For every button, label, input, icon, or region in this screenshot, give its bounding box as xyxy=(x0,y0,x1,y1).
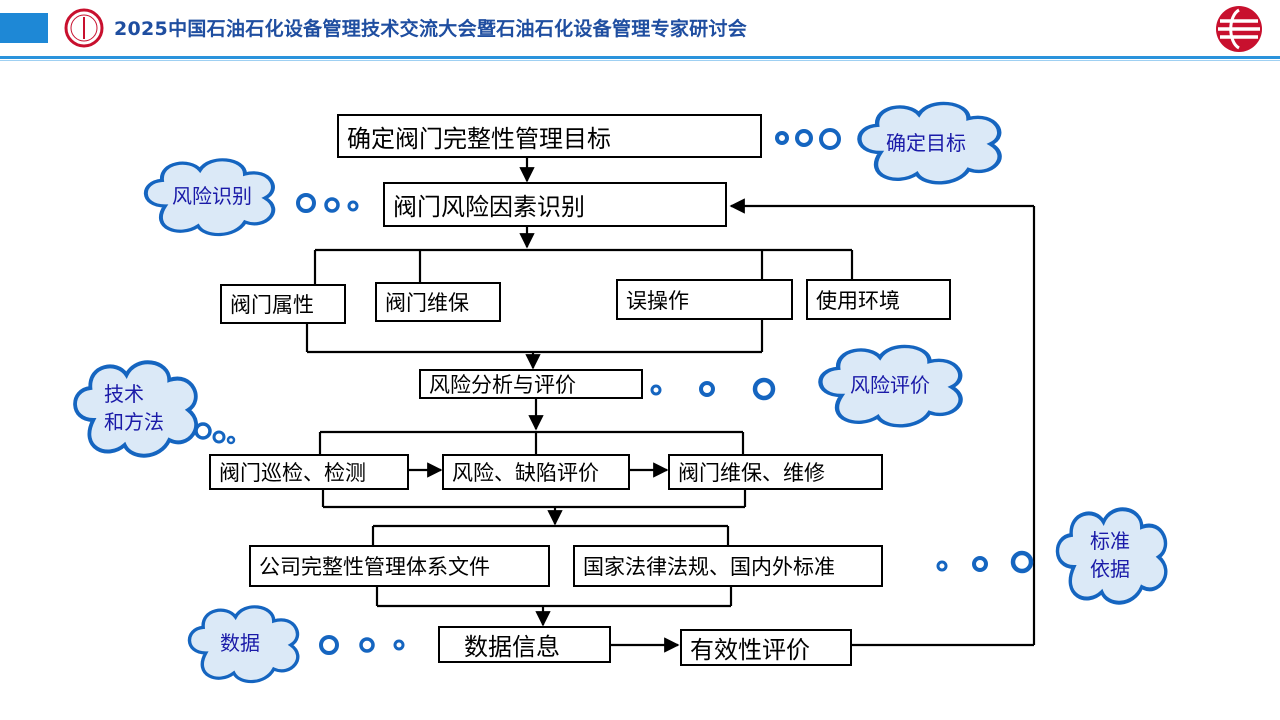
cloud-risk-id-label: 风险识别 xyxy=(172,184,252,208)
box-environment: 使用环境 xyxy=(806,279,951,320)
box-goal: 确定阀门完整性管理目标 xyxy=(337,114,762,158)
cloud-tech-line1: 技术 xyxy=(104,382,144,406)
box-standards: 国家法律法规、国内外标准 xyxy=(573,545,883,587)
cloud-std-line1: 标准 xyxy=(1090,529,1130,553)
box-valve-maintenance: 阀门维保 xyxy=(375,282,501,322)
company-emblem-icon xyxy=(1216,6,1262,52)
box-effectiveness: 有效性评价 xyxy=(680,629,852,666)
box-company-docs: 公司完整性管理体系文件 xyxy=(249,545,550,587)
cloud-data-label: 数据 xyxy=(220,631,260,655)
page-title: 2025中国石油石化设备管理技术交流大会暨石油石化设备管理专家研讨会 xyxy=(114,18,748,40)
box-defect-evaluation: 风险、缺陷评价 xyxy=(442,454,630,490)
cloud-std-line2: 依据 xyxy=(1090,557,1130,581)
box-data-info: 数据信息 xyxy=(438,626,611,663)
cloud-std-label: 标准 依据 xyxy=(1090,527,1130,583)
pes-logo-icon xyxy=(64,8,104,48)
cloud-tech-label: 技术 和方法 xyxy=(104,380,164,436)
box-valve-attributes: 阀门属性 xyxy=(220,284,346,324)
cloud-goal-label: 确定目标 xyxy=(886,131,966,155)
box-misoperation: 误操作 xyxy=(616,279,793,320)
box-inspection: 阀门巡检、检测 xyxy=(209,454,409,490)
box-repair: 阀门维保、维修 xyxy=(668,454,883,490)
cloud-tech-line2: 和方法 xyxy=(104,410,164,434)
header-accent-bar xyxy=(0,13,48,43)
box-risk-analysis: 风险分析与评价 xyxy=(419,369,643,399)
header-divider xyxy=(0,56,1280,59)
cloud-risk-eval-label: 风险评价 xyxy=(850,373,930,397)
box-risk-identification: 阀门风险因素识别 xyxy=(383,182,727,227)
header-divider-light xyxy=(0,60,1280,61)
